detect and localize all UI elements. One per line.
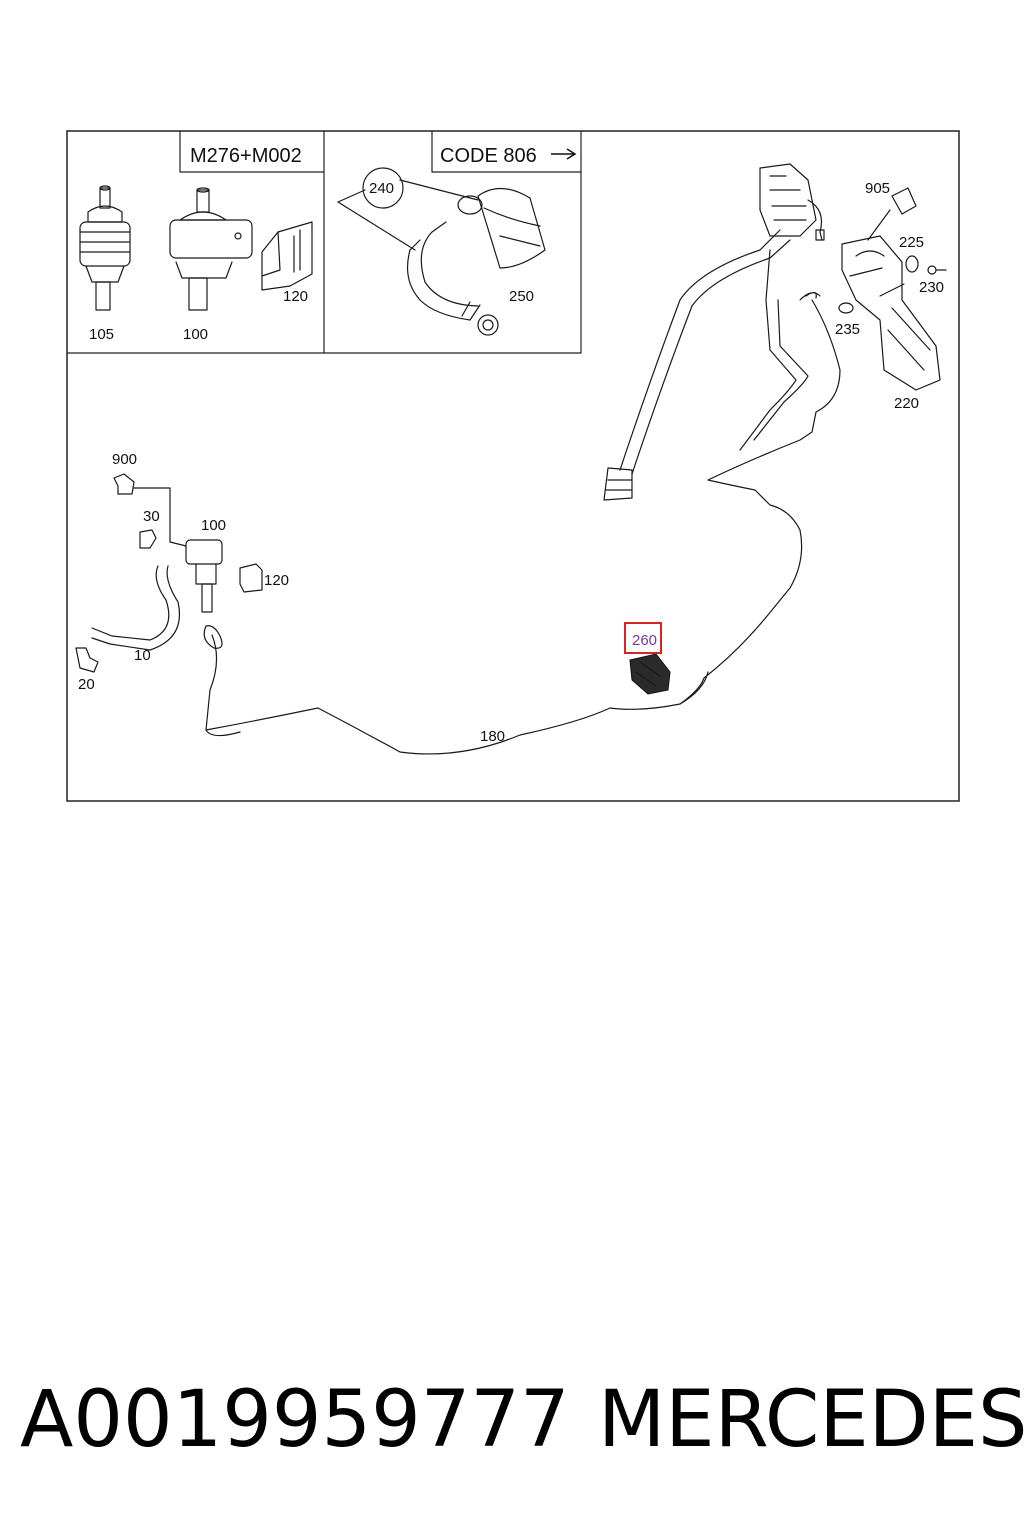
part-number: A0019959777 — [20, 1375, 570, 1465]
callout-120-top: 120 — [283, 288, 308, 305]
callout-120: 120 — [264, 572, 289, 589]
arrow-right-icon — [551, 148, 577, 160]
callout-100: 100 — [201, 517, 226, 534]
valve-105-drawing — [79, 185, 131, 311]
hose-assembly — [603, 229, 821, 501]
code-header: CODE 806 — [440, 145, 537, 167]
valve-100-drawing — [169, 187, 253, 311]
line-220-callout — [867, 209, 891, 241]
callout-235: 235 — [835, 321, 860, 338]
callout-260: 260 — [632, 632, 657, 649]
diagram-frame — [66, 130, 960, 802]
callout-240-circle — [362, 167, 404, 209]
valve-unit-top-drawing — [759, 163, 825, 241]
elbow-20-icon — [75, 647, 99, 673]
callout-250: 250 — [509, 288, 534, 305]
bracket-120-small-icon — [239, 563, 263, 593]
callout-30: 30 — [143, 508, 160, 525]
variant-header: M276+M002 — [190, 145, 302, 167]
line-180-side — [205, 671, 709, 737]
hose-ring — [203, 625, 223, 649]
hose-240-drawing — [337, 179, 499, 336]
bracket-905-icon — [891, 187, 917, 215]
seal-235-icon — [838, 302, 854, 314]
elbow-30-icon — [139, 529, 157, 549]
inset-panel-code: CODE 806 — [324, 131, 582, 354]
callout-905: 905 — [865, 180, 890, 197]
seal-225-icon — [905, 255, 919, 273]
part-260-drawing — [629, 653, 671, 695]
bracket-120-drawing — [261, 221, 313, 291]
part-250-drawing — [457, 187, 546, 269]
callout-900: 900 — [112, 451, 137, 468]
callout-220: 220 — [894, 395, 919, 412]
callout-180: 180 — [480, 728, 505, 745]
highlight-box-260 — [624, 622, 662, 654]
canister-220-drawing — [841, 235, 941, 391]
valve-100-small-drawing — [185, 539, 223, 613]
line-900-callout — [133, 487, 187, 547]
callout-225: 225 — [899, 234, 924, 251]
callout-100-top: 100 — [183, 326, 208, 343]
callout-20: 20 — [78, 676, 95, 693]
callout-240: 240 — [369, 180, 394, 197]
line-180 — [205, 299, 841, 755]
callout-230: 230 — [919, 279, 944, 296]
callout-105: 105 — [89, 326, 114, 343]
clip-900-icon — [113, 473, 135, 495]
brand-name: MERCEDES — [598, 1375, 1024, 1465]
screw-230-icon — [927, 265, 947, 275]
callout-10: 10 — [134, 647, 151, 664]
hose-10-drawing — [91, 565, 180, 651]
